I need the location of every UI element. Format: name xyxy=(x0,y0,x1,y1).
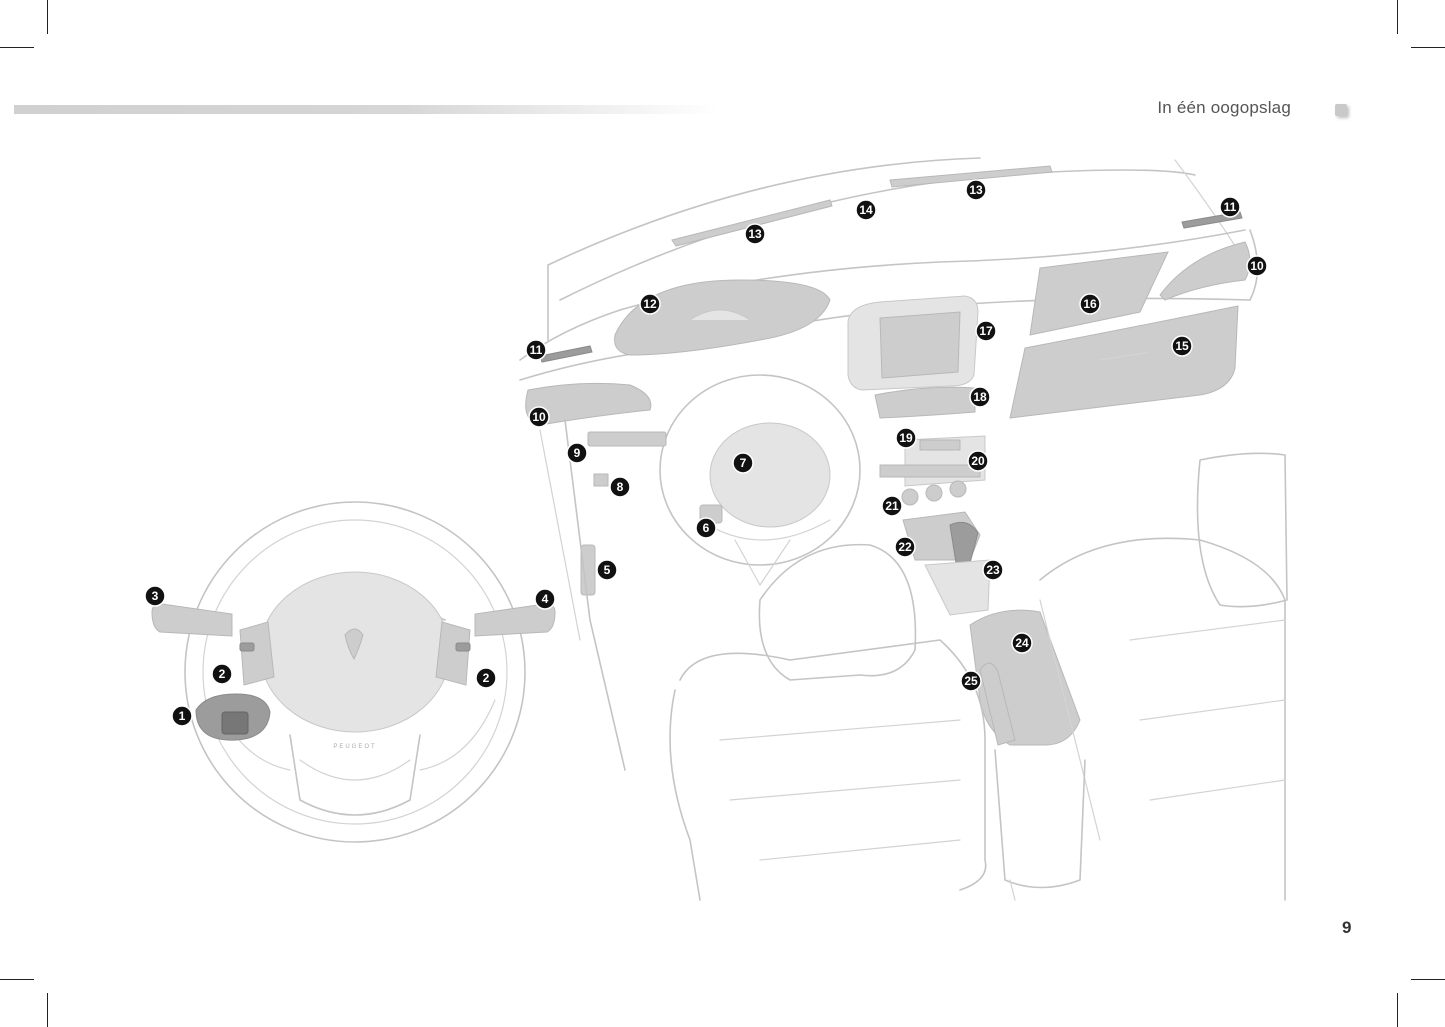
svg-text:8: 8 xyxy=(617,480,624,494)
crop-mark xyxy=(0,47,34,48)
section-marker xyxy=(1335,104,1347,116)
callout-25: 25 xyxy=(960,670,982,692)
svg-text:17: 17 xyxy=(979,324,993,338)
crop-mark xyxy=(1397,0,1398,34)
callout-18: 18 xyxy=(969,386,991,408)
page-title: In één oogopslag xyxy=(1157,98,1291,117)
steering-wheel-detail: PEUGEOT xyxy=(151,501,556,843)
callout-13: 13 xyxy=(965,179,987,201)
svg-text:12: 12 xyxy=(643,297,657,311)
svg-text:14: 14 xyxy=(859,203,873,217)
svg-text:18: 18 xyxy=(973,390,987,404)
svg-text:25: 25 xyxy=(964,674,978,688)
svg-text:4: 4 xyxy=(542,592,549,606)
dashboard-drawing xyxy=(519,157,1288,901)
svg-text:13: 13 xyxy=(748,227,762,241)
svg-text:1: 1 xyxy=(179,709,186,723)
crop-mark xyxy=(1411,979,1445,980)
svg-text:10: 10 xyxy=(1250,259,1264,273)
callout-21: 21 xyxy=(881,495,903,517)
callout-14: 14 xyxy=(855,199,877,221)
callout-6: 6 xyxy=(695,517,717,539)
callout-11: 11 xyxy=(525,339,547,361)
svg-text:9: 9 xyxy=(574,446,581,460)
svg-text:3: 3 xyxy=(152,589,159,603)
callout-2: 2 xyxy=(475,667,497,689)
steering-wheel-brand: PEUGEOT xyxy=(333,744,376,750)
crop-mark xyxy=(47,0,48,34)
header-bar xyxy=(14,105,719,114)
crop-mark xyxy=(47,993,48,1027)
svg-text:16: 16 xyxy=(1083,297,1097,311)
callout-1: 1 xyxy=(171,705,193,727)
callout-16: 16 xyxy=(1079,293,1101,315)
callout-24: 24 xyxy=(1011,632,1033,654)
callout-22: 22 xyxy=(894,536,916,558)
crop-mark xyxy=(1411,47,1445,48)
callout-9: 9 xyxy=(566,442,588,464)
callout-2: 2 xyxy=(211,663,233,685)
callout-12: 12 xyxy=(639,293,661,315)
svg-text:2: 2 xyxy=(219,667,226,681)
callout-4: 4 xyxy=(534,588,556,610)
svg-text:10: 10 xyxy=(532,410,546,424)
callout-3: 3 xyxy=(144,585,166,607)
callout-10: 10 xyxy=(1246,255,1268,277)
svg-text:6: 6 xyxy=(703,521,710,535)
callout-15: 15 xyxy=(1171,335,1193,357)
callout-19: 19 xyxy=(895,427,917,449)
svg-text:11: 11 xyxy=(1224,200,1237,214)
callout-5: 5 xyxy=(596,559,618,581)
svg-text:15: 15 xyxy=(1175,339,1189,353)
svg-text:7: 7 xyxy=(740,456,747,470)
page-number: 9 xyxy=(1342,918,1352,937)
svg-text:2: 2 xyxy=(483,671,490,685)
callout-23: 23 xyxy=(982,559,1004,581)
callout-7: 7 xyxy=(732,452,754,474)
svg-text:5: 5 xyxy=(604,563,611,577)
svg-text:20: 20 xyxy=(971,454,985,468)
svg-text:22: 22 xyxy=(898,540,912,554)
callout-17: 17 xyxy=(975,320,997,342)
svg-text:21: 21 xyxy=(885,499,899,513)
svg-text:13: 13 xyxy=(969,183,983,197)
svg-text:24: 24 xyxy=(1015,636,1029,650)
callout-8: 8 xyxy=(609,476,631,498)
crop-mark xyxy=(0,979,34,980)
callout-10: 10 xyxy=(528,406,550,428)
callout-11: 11 xyxy=(1219,196,1241,218)
callout-20: 20 xyxy=(967,450,989,472)
svg-text:19: 19 xyxy=(899,431,913,445)
svg-text:23: 23 xyxy=(986,563,1000,577)
svg-text:11: 11 xyxy=(530,343,543,357)
crop-mark xyxy=(1397,993,1398,1027)
callout-13: 13 xyxy=(744,223,766,245)
